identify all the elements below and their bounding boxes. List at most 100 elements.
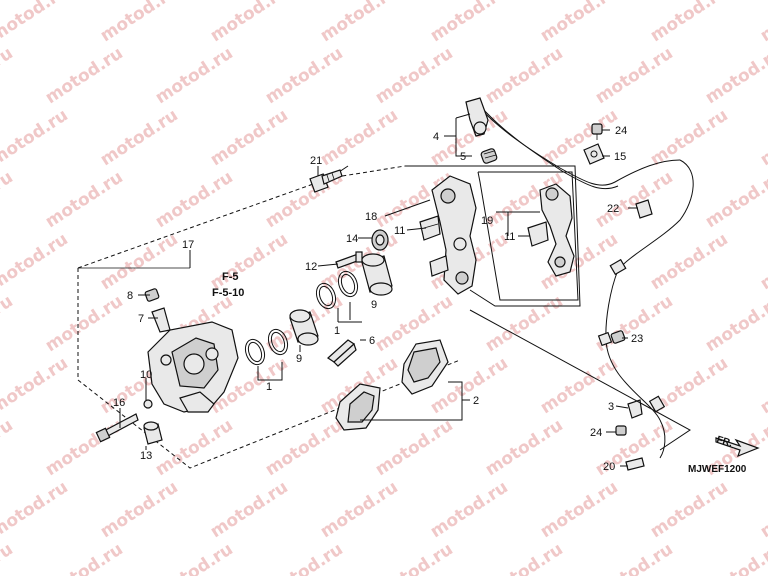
watermark-text: motod.ru [317,0,402,46]
watermark-text: motod.ru [537,477,622,542]
callout-24-bottom: 24 [590,427,602,439]
callout-15: 15 [614,151,626,163]
watermark-text: motod.ru [0,167,17,232]
watermark-text: motod.ru [207,477,292,542]
callout-24-top: 24 [615,125,627,137]
watermark-text: motod.ru [427,477,512,542]
sensor-clamp-15 [583,143,605,165]
caliper-body [147,321,239,413]
front-direction-arrow [715,437,760,458]
watermark-text: motod.ru [482,43,567,108]
callout-13: 13 [140,450,152,462]
watermark-text: motod.ru [0,477,72,542]
callout-23: 23 [631,333,643,345]
callout-22: 22 [607,203,619,215]
watermark-text: motod.ru [0,353,72,418]
bleeder-cap [144,288,160,302]
watermark-text: motod.ru [152,539,237,576]
watermark-text: motod.ru [0,415,17,480]
bolt-20 [625,457,645,471]
watermark-text: motod.ru [262,43,347,108]
sealing-washer [143,399,153,409]
watermark-text: motod.ru [757,477,768,542]
watermark-text: motod.ru [592,43,677,108]
diagram-code: MJWEF1200 [688,464,747,475]
watermark-text: motod.ru [702,167,768,232]
slide-pin [335,251,363,269]
bolt-24-bottom [615,425,627,436]
wheel-speed-sensor-cable [477,105,694,459]
watermark-text: motod.ru [702,291,768,356]
callout-10: 10 [140,369,152,381]
watermark-text: motod.ru [757,229,768,294]
watermark-text: motod.ru [42,291,127,356]
watermark-text: motod.ru [647,477,732,542]
brake-pad-inner [335,383,381,431]
callout-2: 2 [473,395,479,407]
callout-1-left: 1 [266,381,272,393]
watermark-text: motod.ru [702,539,768,576]
watermark-text: motod.ru [317,477,402,542]
pad-spring-clip-left [419,215,441,241]
watermark-text: motod.ru [537,105,622,170]
watermark-text: motod.ru [757,0,768,46]
piston-seal-left [244,328,289,366]
callout-labels: 17 8 7 4 5 21 18 11 14 12 19 11 24 15 22… [113,125,747,475]
callout-9-left: 9 [296,353,302,365]
pad-spring-clip-right [527,221,549,247]
watermark-text: motod.ru [537,0,622,46]
watermark-text: motod.ru [0,0,72,46]
watermark-text: motod.ru [207,229,292,294]
watermark-text: motod.ru [152,167,237,232]
watermark-text: motod.ru [647,105,732,170]
watermark-text: motod.ru [207,0,292,46]
clamp-3 [627,399,643,419]
watermark-text: motod.ru [702,43,768,108]
caliper-piston-large [361,253,393,296]
leader-lines [119,113,691,467]
pin-plug [143,421,163,445]
caliper-piston-small [289,309,319,346]
watermark-text: motod.ru [97,477,182,542]
watermark-text: motod.ru [262,415,347,480]
piston-seal-right [315,270,359,310]
watermark-text: motod.ru [152,43,237,108]
watermark-text: motod.ru [262,539,347,576]
sensor-grommet [480,148,498,164]
watermark-text: motod.ru [207,105,292,170]
brake-pad-outer [401,339,449,395]
callout-4: 4 [433,131,439,143]
watermark-text: motod.ru [0,229,72,294]
callout-9-right: 9 [371,299,377,311]
dust-boot [371,229,389,251]
watermark-text: motod.ru [0,291,17,356]
mounting-bolt-21 [309,169,343,193]
callout-19: 19 [481,215,493,227]
reference-f5: F-5 [222,271,239,283]
callout-16: 16 [113,397,125,409]
watermark-text: motod.ru [592,167,677,232]
watermark-text: motod.ru [42,43,127,108]
watermark-text: motod.ru [372,539,457,576]
callout-1-right: 1 [334,325,340,337]
wheel-speed-sensor [465,97,489,137]
front-direction-label: FR. [715,434,734,449]
watermark-text: motod.ru [757,105,768,170]
callout-11-left: 11 [394,225,405,237]
watermark-text: motod.ru [317,105,402,170]
callout-6: 6 [369,335,375,347]
watermark-text: motod.ru [372,415,457,480]
callout-21: 21 [310,155,322,167]
callout-18: 18 [365,211,377,223]
watermark-text: motod.ru [372,43,457,108]
caliper-bracket-19 [539,183,575,277]
watermark-text: motod.ru [97,229,182,294]
callout-8: 8 [127,290,133,302]
watermark-text: motod.ru [482,539,567,576]
watermark-text: motod.ru [427,0,512,46]
pad-spring [327,339,357,367]
callout-20: 20 [603,461,615,473]
callout-11-right: 11 [504,231,515,243]
watermark-text: motod.ru [647,229,732,294]
